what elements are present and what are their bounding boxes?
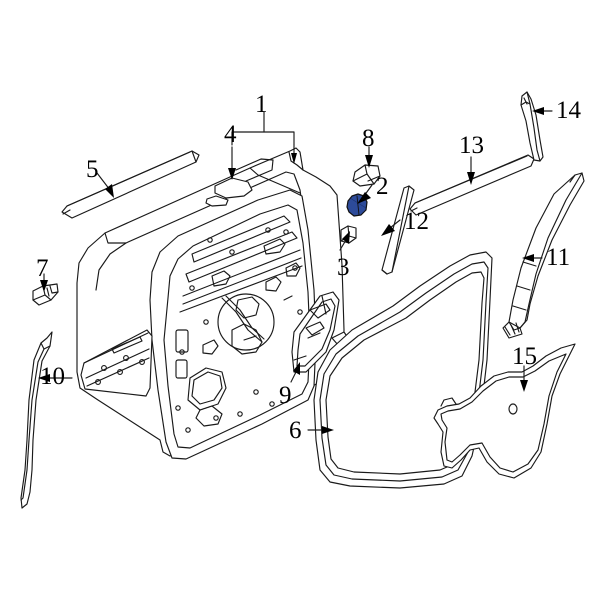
callout-2[interactable]: 2 bbox=[376, 173, 389, 200]
callout-4[interactable]: 4 bbox=[224, 121, 237, 148]
part-10-run-channel bbox=[20, 331, 53, 509]
part-14-upper-corner-trim bbox=[520, 91, 544, 162]
part-15-water-shield bbox=[433, 343, 576, 479]
callout-7[interactable]: 7 bbox=[36, 255, 49, 282]
part-4-door-frame-upper bbox=[205, 158, 274, 207]
callout-14[interactable]: 14 bbox=[556, 97, 581, 124]
callout-5[interactable]: 5 bbox=[86, 156, 99, 183]
callout-13[interactable]: 13 bbox=[459, 132, 484, 159]
callout-15[interactable]: 15 bbox=[512, 343, 537, 370]
callout-9[interactable]: 9 bbox=[279, 382, 292, 409]
callout-11[interactable]: 11 bbox=[546, 244, 571, 271]
part-12-applique-strip bbox=[381, 185, 415, 275]
part-1-lower-sill bbox=[80, 329, 153, 397]
part-13-rear-belt-molding bbox=[409, 154, 535, 216]
callout-6[interactable]: 6 bbox=[289, 417, 302, 444]
part-1-inner-panel-detail bbox=[149, 189, 317, 460]
part-5-belt-molding bbox=[61, 150, 200, 219]
callout-10[interactable]: 10 bbox=[40, 363, 65, 390]
part-8-wedge-bumper bbox=[352, 164, 381, 187]
leader-lines bbox=[38, 107, 553, 434]
callout-8[interactable]: 8 bbox=[362, 125, 375, 152]
callout-1[interactable]: 1 bbox=[255, 91, 268, 118]
callout-12[interactable]: 12 bbox=[404, 208, 429, 235]
callout-3[interactable]: 3 bbox=[337, 254, 350, 281]
part-11-rear-pillar-weatherstrip bbox=[502, 172, 585, 339]
